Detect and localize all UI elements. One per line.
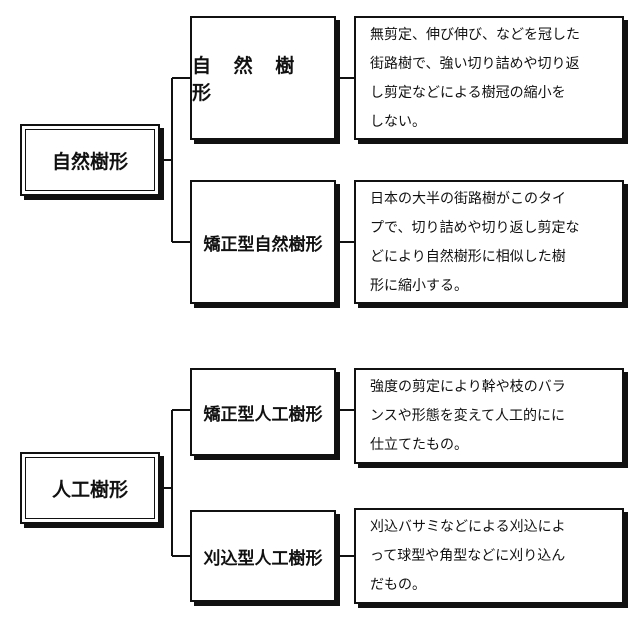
category-box-corrected-artificial-form: 矯正型人工樹形 bbox=[190, 368, 336, 456]
description-line: どにより自然樹形に相似した樹 bbox=[370, 249, 566, 265]
description-line: 仕立てたもの。 bbox=[370, 437, 468, 453]
description-line: 無剪定、伸び伸び、などを冠した bbox=[370, 27, 580, 43]
description-line: ンスや形態を変えて人工的にに bbox=[370, 408, 566, 424]
description-line: 形に縮小する。 bbox=[370, 278, 468, 294]
category-box-clipped-artificial-form: 刈込型人工樹形 bbox=[190, 510, 336, 602]
description-line: だもの。 bbox=[370, 577, 426, 593]
description-line: しない。 bbox=[370, 114, 426, 130]
root-box-artificial-form: 人工樹形 bbox=[20, 452, 160, 524]
root-box-natural-form: 自然樹形 bbox=[20, 124, 160, 196]
root-label: 人工樹形 bbox=[51, 478, 128, 501]
root-label: 自然樹形 bbox=[51, 150, 128, 173]
category-label: 自 然 樹 形 bbox=[192, 55, 303, 104]
description-line: って球型や角型などに刈り込ん bbox=[370, 548, 566, 564]
description-line: プで、切り詰めや切り返し剪定な bbox=[370, 220, 580, 236]
description-box: 強度の剪定により幹や枝のバラ ンスや形態を変えて人工的にに 仕立てたもの。 bbox=[354, 368, 624, 464]
category-label: 矯正型自然樹形 bbox=[203, 234, 323, 255]
category-box-corrected-natural-form: 矯正型自然樹形 bbox=[190, 180, 336, 304]
category-label: 刈込型人工樹形 bbox=[203, 548, 323, 569]
description-line: し剪定などによる樹冠の縮小を bbox=[370, 85, 566, 101]
category-box-natural-form: 自 然 樹 形 bbox=[190, 16, 336, 140]
category-label: 矯正型人工樹形 bbox=[203, 404, 323, 425]
description-box: 日本の大半の街路樹がこのタイ プで、切り詰めや切り返し剪定な どにより自然樹形に… bbox=[354, 180, 624, 304]
description-line: 強度の剪定により幹や枝のバラ bbox=[370, 379, 566, 395]
description-line: 街路樹で、強い切り詰めや切り返 bbox=[370, 56, 580, 72]
description-box: 無剪定、伸び伸び、などを冠した 街路樹で、強い切り詰めや切り返 し剪定などによる… bbox=[354, 16, 624, 140]
description-line: 日本の大半の街路樹がこのタイ bbox=[370, 191, 566, 207]
description-line: 刈込バサミなどによる刈込によ bbox=[370, 519, 566, 535]
description-box: 刈込バサミなどによる刈込によ って球型や角型などに刈り込ん だもの。 bbox=[354, 508, 624, 604]
